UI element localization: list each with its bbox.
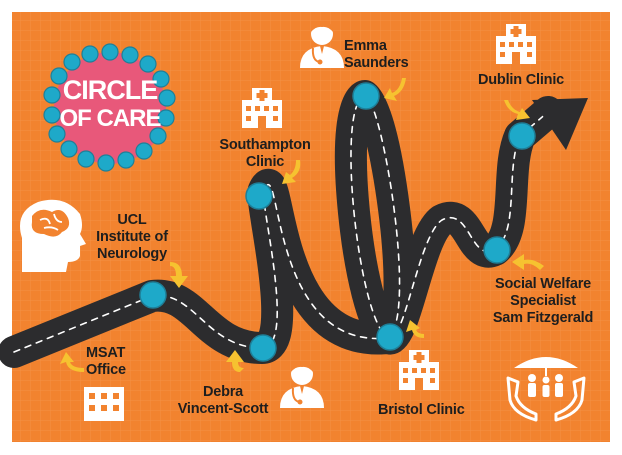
logo-title: CIRCLE (62, 75, 159, 105)
label-dublin: Dublin Clinic (478, 72, 564, 89)
road-stops (139, 82, 536, 362)
label-line: Bristol Clinic (378, 402, 465, 418)
pointer-arrows (60, 78, 544, 372)
label-ucl: UCL Institute of Neurology (82, 212, 182, 263)
label-social-welfare: Social Welfare Specialist Sam Fitzgerald (480, 276, 606, 327)
logo-subtitle: OF CARE (59, 105, 162, 132)
label-southampton: Southampton Clinic (210, 137, 320, 171)
label-line: Institute of (96, 229, 168, 245)
label-line: Specialist (510, 293, 576, 309)
logo-beads (43, 43, 176, 172)
label-line: Southampton (219, 137, 311, 153)
road (0, 80, 564, 368)
label-line: Dublin Clinic (478, 72, 565, 88)
building-icon (84, 387, 124, 421)
road-arrow-head (532, 98, 588, 150)
family-care-icon (506, 357, 586, 422)
label-line: Sam Fitzgerald (492, 310, 594, 326)
label-line: MSAT (86, 345, 126, 361)
label-line: Debra (202, 384, 244, 400)
label-line: Clinic (245, 154, 285, 170)
label-line: Saunders (344, 55, 409, 71)
label-emma: Emma Saunders (344, 38, 409, 72)
stop-bristol (376, 323, 404, 351)
stop-social (483, 236, 511, 264)
stop-ucl (139, 281, 167, 309)
label-line: UCL (117, 212, 147, 228)
label-line: Neurology (97, 246, 167, 262)
label-msat-office: MSAT Office (86, 345, 126, 379)
stop-southampton (245, 182, 273, 210)
label-debra: Debra Vincent-Scott (170, 384, 276, 418)
stop-debra (249, 334, 277, 362)
label-line: Vincent-Scott (177, 401, 269, 417)
stop-dublin (508, 122, 536, 150)
label-line: Emma (344, 38, 387, 54)
label-line: Office (86, 362, 126, 378)
label-line: Social Welfare (494, 276, 592, 292)
stop-emma (352, 82, 380, 110)
label-bristol: Bristol Clinic (378, 402, 465, 419)
brain-head-icon (20, 199, 86, 272)
logo-badge (43, 43, 176, 172)
